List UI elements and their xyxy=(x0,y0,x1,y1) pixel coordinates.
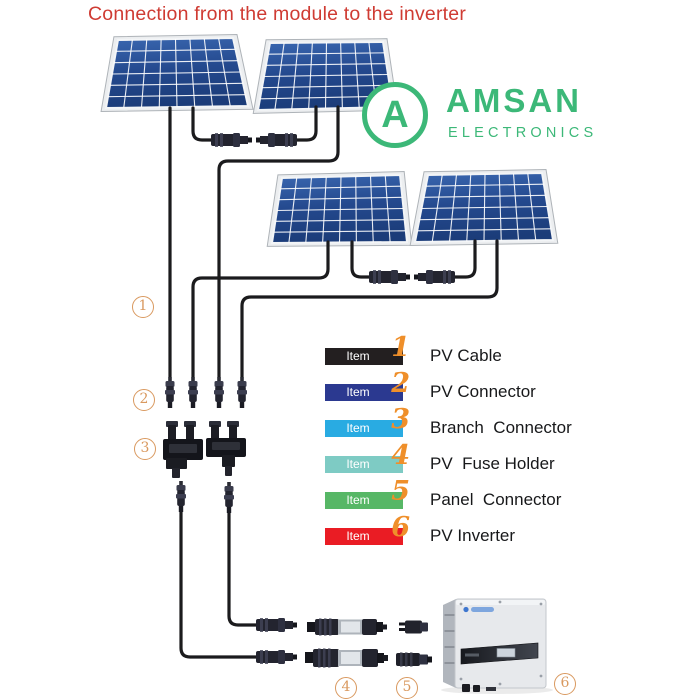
pv-connector-icon xyxy=(256,133,297,147)
step-marker-2: 2 xyxy=(133,389,155,411)
amsan-logo-icon: A xyxy=(362,82,428,148)
legend-item-4: Item 4 PV Fuse Holder xyxy=(325,442,615,476)
legend-bar: Item 1 xyxy=(325,334,410,365)
pv-connector-pair-mid xyxy=(369,270,455,284)
stub-connectors xyxy=(176,481,234,513)
legend-tag: Item xyxy=(346,457,370,471)
legend-bar: Item 5 xyxy=(325,478,410,509)
pv-cable xyxy=(217,105,340,379)
fuse-holder-lower xyxy=(305,648,388,668)
legend-label: PV Fuse Holder xyxy=(430,454,555,473)
legend-tag: Item xyxy=(346,385,370,399)
branch-connector-icon xyxy=(163,421,203,478)
legend-number: 2 xyxy=(391,368,410,399)
legend-number: 5 xyxy=(391,476,410,507)
legend-item-3: Item 3 Branch Connector xyxy=(325,406,615,440)
amsan-logo-letter: A xyxy=(381,94,409,136)
pv-connector-icon xyxy=(224,482,234,513)
pv-connector-icon xyxy=(369,270,410,284)
legend-label: PV Inverter xyxy=(430,526,516,545)
amsan-brand-text: AMSAN xyxy=(446,82,582,119)
fuse-holder-upper xyxy=(307,618,387,636)
legend-item-5: Item 5 Panel Connector xyxy=(325,478,615,512)
legend-bar: Item 2 xyxy=(325,370,410,401)
solar-panel-4 xyxy=(409,169,559,246)
pv-connector-icon xyxy=(176,481,186,512)
pv-connectors-row xyxy=(165,377,247,408)
step-marker-5: 5 xyxy=(396,677,418,699)
legend-bar: Item 6 xyxy=(325,514,410,545)
pv-connector-icon xyxy=(211,133,252,147)
legend-bar: Item 3 xyxy=(325,406,410,437)
legend-tag: Item xyxy=(346,421,370,435)
step-marker-1: 1 xyxy=(132,296,154,318)
legend-label: PV Cable xyxy=(430,346,502,365)
panel-connector-lower xyxy=(396,652,432,667)
pv-cable xyxy=(191,240,330,379)
pv-connector-icon xyxy=(256,650,297,664)
pv-cable xyxy=(453,239,477,279)
cable-end-connectors xyxy=(256,618,297,664)
pv-connector-icon xyxy=(188,377,198,408)
branch-connectors xyxy=(163,421,246,478)
pv-connector-icon xyxy=(256,618,297,632)
pv-cable xyxy=(191,106,213,142)
page-title: Connection from the module to the invert… xyxy=(88,3,467,25)
solar-panel-3 xyxy=(266,171,413,247)
legend-number: 1 xyxy=(391,332,410,363)
pv-connector-icon xyxy=(214,377,224,408)
pv-cable xyxy=(295,105,318,142)
pv-inverter-image xyxy=(441,598,553,694)
legend-label: Panel Connector xyxy=(430,490,562,509)
pv-connector-icon xyxy=(414,270,455,284)
pv-cable xyxy=(179,508,258,659)
solar-panel-2 xyxy=(252,38,399,114)
amsan-sub-text: ELECTRONICS xyxy=(448,125,598,141)
legend-number: 3 xyxy=(391,404,410,435)
branch-connector-icon xyxy=(206,421,246,476)
solar-panel-1 xyxy=(100,33,254,113)
legend-item-2: Item 2 PV Connector xyxy=(325,370,615,404)
pv-cable xyxy=(240,239,499,379)
pv-connector-icon xyxy=(237,377,247,408)
legend-tag: Item xyxy=(346,493,370,507)
legend-number: 4 xyxy=(391,440,410,471)
pv-cable xyxy=(350,240,371,279)
legend-label: PV Connector xyxy=(430,382,536,401)
legend-label: Branch Connector xyxy=(430,418,572,437)
panel-connector-upper xyxy=(399,620,428,634)
legend-item-1: Item 1 PV Cable xyxy=(325,334,615,368)
legend-item-6: Item 6 PV Inverter xyxy=(325,514,615,548)
inverter-brand-mark xyxy=(463,606,494,613)
step-marker-6: 6 xyxy=(554,673,576,695)
legend-number: 6 xyxy=(391,512,410,543)
pv-connector-icon xyxy=(165,377,175,408)
legend-bar: Item 4 xyxy=(325,442,410,473)
step-marker-4: 4 xyxy=(335,677,357,699)
pv-cables xyxy=(168,105,499,659)
pv-connector-pair-top xyxy=(211,133,297,147)
legend-tag: Item xyxy=(346,529,370,543)
legend-tag: Item xyxy=(346,349,370,363)
pv-cable xyxy=(227,508,258,627)
step-marker-3: 3 xyxy=(134,438,156,460)
